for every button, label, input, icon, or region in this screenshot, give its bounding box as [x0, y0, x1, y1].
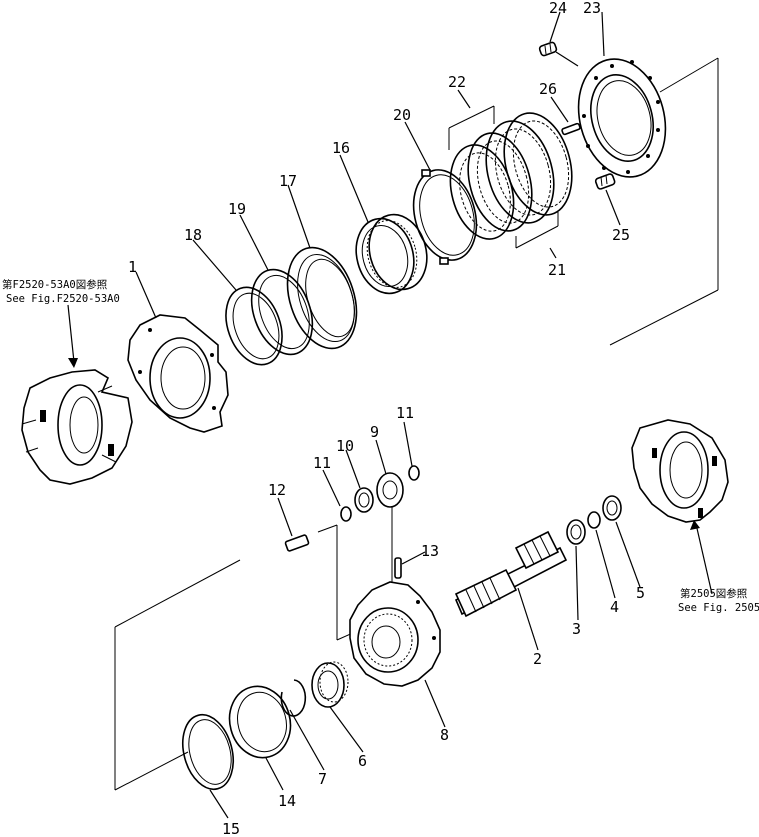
lower-group-bracket [114, 500, 393, 791]
part-16-bearing [355, 213, 428, 295]
part-4-washer [587, 511, 601, 529]
reference-left-line2: See Fig.F2520-53A0 [6, 293, 120, 305]
callout-6: 6 [358, 752, 367, 770]
part-19-ring [250, 268, 314, 356]
callout-4: 4 [610, 598, 619, 616]
part-14-plate [228, 685, 292, 759]
callout-2: 2 [533, 650, 542, 668]
callout-17: 17 [279, 172, 297, 190]
callout-15: 15 [222, 820, 240, 837]
part-9-gear [376, 472, 404, 508]
callout-9: 9 [370, 423, 379, 441]
callout-26: 26 [539, 80, 557, 98]
part-26-pin [561, 122, 581, 136]
part-1-housing [127, 314, 229, 433]
callout-19: 19 [228, 200, 246, 218]
part-10-bearing [354, 487, 374, 513]
callout-14: 14 [278, 792, 296, 810]
callout-21: 21 [548, 261, 566, 279]
part-20-snap-ring [412, 169, 478, 265]
callout-1: 1 [128, 258, 137, 276]
callout-24: 24 [549, 0, 567, 17]
reference-note-right: 第2505図参照 See Fig. 2505 [678, 587, 759, 614]
part-12-pin [284, 534, 310, 552]
callout-7: 7 [318, 770, 327, 788]
reference-note-left: 第F2520-53A0図参照 See Fig.F2520-53A0 [2, 278, 120, 305]
callout-11-right: 11 [396, 404, 414, 422]
part-13-pin [394, 557, 402, 579]
part-24-spring [538, 41, 558, 57]
callout-16: 16 [332, 139, 350, 157]
leader-lines [67, 11, 713, 819]
callout-10: 10 [336, 437, 354, 455]
part-23-cover [577, 58, 667, 178]
callout-20: 20 [393, 106, 411, 124]
part-8-carrier [349, 581, 441, 687]
part-17-ring [286, 246, 358, 350]
callout-23: 23 [583, 0, 601, 17]
part-21-plates [485, 112, 573, 224]
part-18-ring [225, 286, 283, 366]
part-11-right-washer [408, 465, 420, 481]
callout-11-left: 11 [313, 454, 331, 472]
reference-right-line1: 第2505図参照 [680, 587, 748, 600]
reference-left-line1: 第F2520-53A0図参照 [2, 278, 108, 291]
part-5-bearing [602, 495, 622, 521]
callout-12: 12 [268, 481, 286, 499]
part-7-snap-ring [280, 679, 307, 717]
callout-8: 8 [440, 726, 449, 744]
part-25-spring [594, 173, 616, 190]
reference-right-line2: See Fig. 2505 [678, 602, 759, 614]
callout-25: 25 [612, 226, 630, 244]
callout-5: 5 [636, 584, 645, 602]
right-housing-reference-part [631, 419, 729, 523]
callout-22: 22 [448, 73, 466, 91]
callout-13: 13 [421, 542, 439, 560]
part-3-bearing [566, 519, 586, 545]
upper-group-bracket [609, 57, 719, 346]
plates-brackets [448, 105, 559, 249]
left-housing-reference-part [21, 369, 133, 485]
callout-18: 18 [184, 226, 202, 244]
callout-3: 3 [572, 620, 581, 638]
part-2-shaft [454, 530, 568, 618]
part-15-ring [182, 713, 234, 791]
part-11-left-washer [340, 506, 352, 522]
part-6-bearing [311, 661, 349, 708]
callout-labels: 1 2 3 4 5 6 7 8 9 10 11 11 12 13 14 15 1… [128, 0, 645, 837]
part-22-plates [449, 132, 533, 240]
